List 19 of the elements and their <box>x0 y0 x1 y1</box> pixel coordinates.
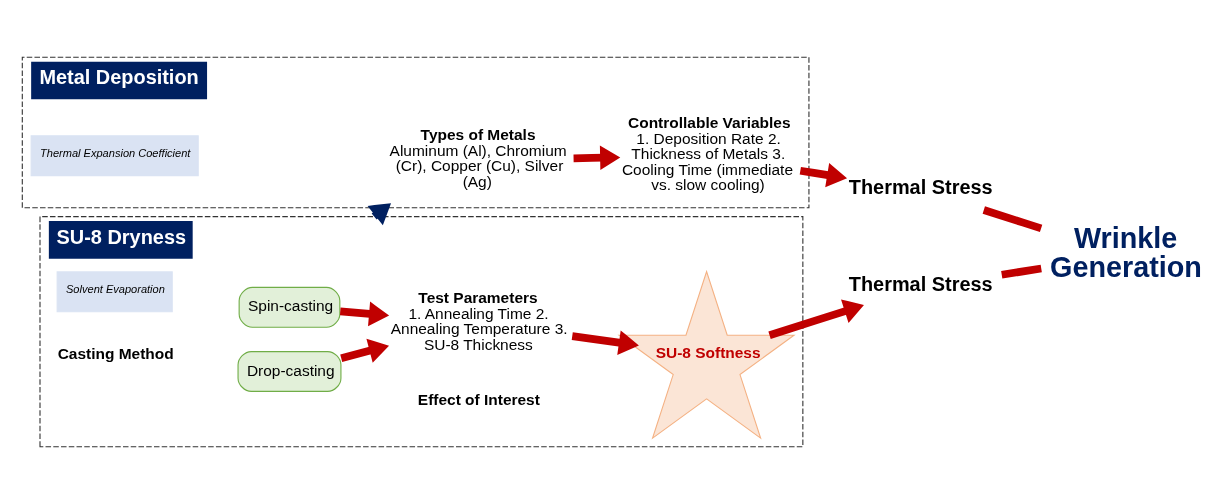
arrow <box>799 162 848 187</box>
node-text: Wrinkle Generation <box>1050 221 1202 283</box>
arrow <box>367 202 392 225</box>
node-text: Test Parameters 1. Annealing Time 2. Annealing Temperature 3. SU-8 Thickness <box>390 288 568 353</box>
arrow <box>768 299 864 339</box>
node-text: Controllable Variables 1. Deposition Rate 2. Thickness of Metals 3. Cooling Time (immediate vs. slow cooling) <box>621 113 794 193</box>
arrow <box>339 301 390 326</box>
node-box: Thermal Expansion Coefficient <box>30 134 199 176</box>
connector <box>982 205 1043 232</box>
node-box: Drop-casting <box>237 350 342 392</box>
arrow <box>571 330 639 355</box>
node-text: Types of Metals Aluminum (Al), Chromium (Cr), Copper (Cu), Silver (Ag) <box>389 125 567 190</box>
label: Casting Method <box>57 344 174 362</box>
node-text: Thermal Stress <box>848 175 993 198</box>
node-box: Solvent Evaporation <box>56 270 173 312</box>
node-text: Thermal Stress <box>848 272 993 295</box>
node-box: Spin-casting <box>238 286 341 328</box>
arrow <box>340 338 390 363</box>
label: Effect of Interest <box>417 390 540 408</box>
